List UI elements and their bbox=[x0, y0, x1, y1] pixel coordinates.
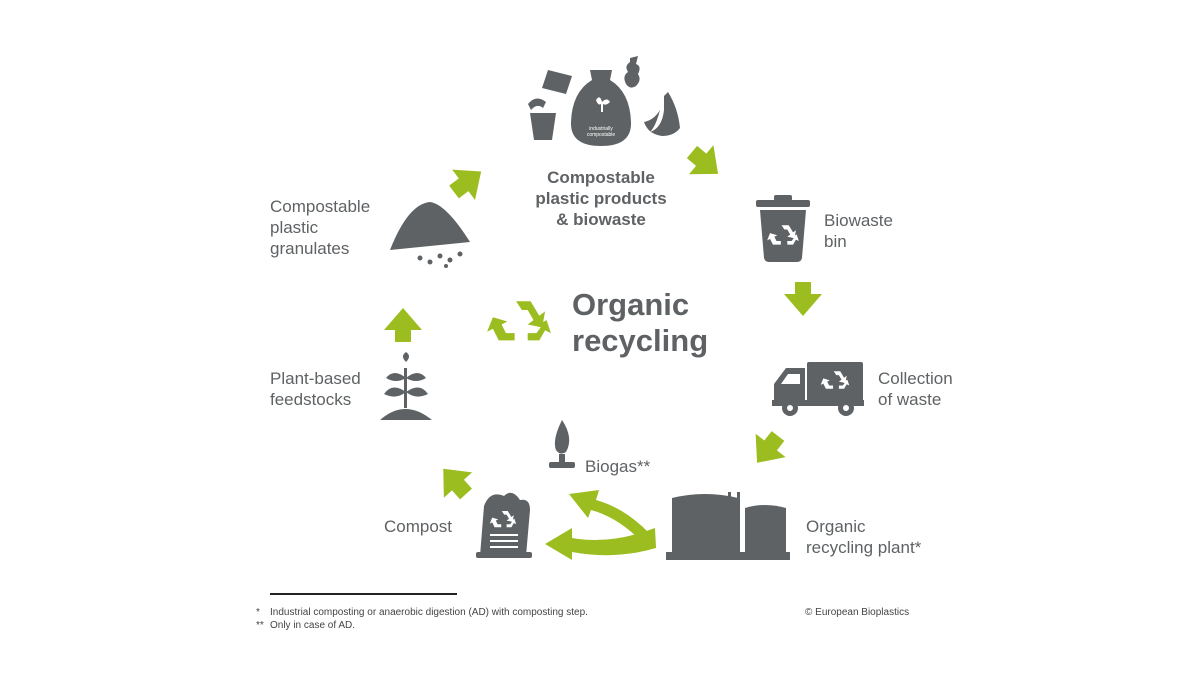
cycle-arrows bbox=[384, 137, 822, 560]
title-line-1: Organic bbox=[572, 287, 690, 322]
arrow-to-truck bbox=[784, 282, 822, 316]
arrow-to-plant bbox=[742, 424, 793, 475]
label-organic-plant: Organic recycling plant* bbox=[806, 517, 922, 557]
diagram-title: Organic recycling bbox=[572, 287, 708, 359]
svg-text:industrially: industrially bbox=[589, 126, 613, 132]
bag-icon: industrially compostable bbox=[570, 70, 632, 146]
label-compost: Compost bbox=[384, 517, 453, 536]
arrow-to-products bbox=[442, 156, 493, 208]
footnote-divider bbox=[270, 593, 457, 595]
plant-icon bbox=[666, 492, 790, 560]
label-granulates: Compostable plastic granulates bbox=[270, 197, 371, 258]
copyright: © European Bioplastics bbox=[805, 607, 910, 618]
flame-icon bbox=[549, 420, 575, 468]
label-collection: Collection of waste bbox=[878, 369, 953, 409]
svg-text:compostable: compostable bbox=[587, 132, 616, 138]
label-feedstocks: Plant-based feedstocks bbox=[270, 369, 361, 409]
footnote-1: *Industrial composting or anaerobic dige… bbox=[256, 607, 588, 618]
cup-icon bbox=[528, 98, 556, 140]
arrow-to-biogas bbox=[569, 490, 650, 540]
label-biowaste-bin: Biowaste bin bbox=[824, 211, 893, 251]
banana-peel-icon bbox=[644, 92, 680, 136]
wrapper-icon bbox=[542, 70, 572, 94]
label-products: Compostable plastic products & biowaste bbox=[535, 168, 667, 229]
truck-icon bbox=[772, 362, 864, 416]
seedling-icon bbox=[380, 352, 432, 420]
arrow-to-feedstocks bbox=[429, 456, 481, 507]
title-line-2: recycling bbox=[572, 323, 709, 358]
bin-icon bbox=[756, 195, 810, 262]
arrow-to-bin bbox=[679, 137, 731, 189]
apple-core-icon bbox=[624, 56, 640, 88]
granulate-pile-icon bbox=[390, 202, 470, 268]
recycle-icon bbox=[487, 301, 551, 341]
arrow-to-granulates bbox=[384, 308, 422, 342]
label-biogas: Biogas** bbox=[585, 457, 651, 476]
footnote-2: **Only in case of AD. bbox=[256, 620, 356, 631]
arrow-to-compost bbox=[545, 528, 656, 560]
sack-icon bbox=[476, 492, 532, 558]
